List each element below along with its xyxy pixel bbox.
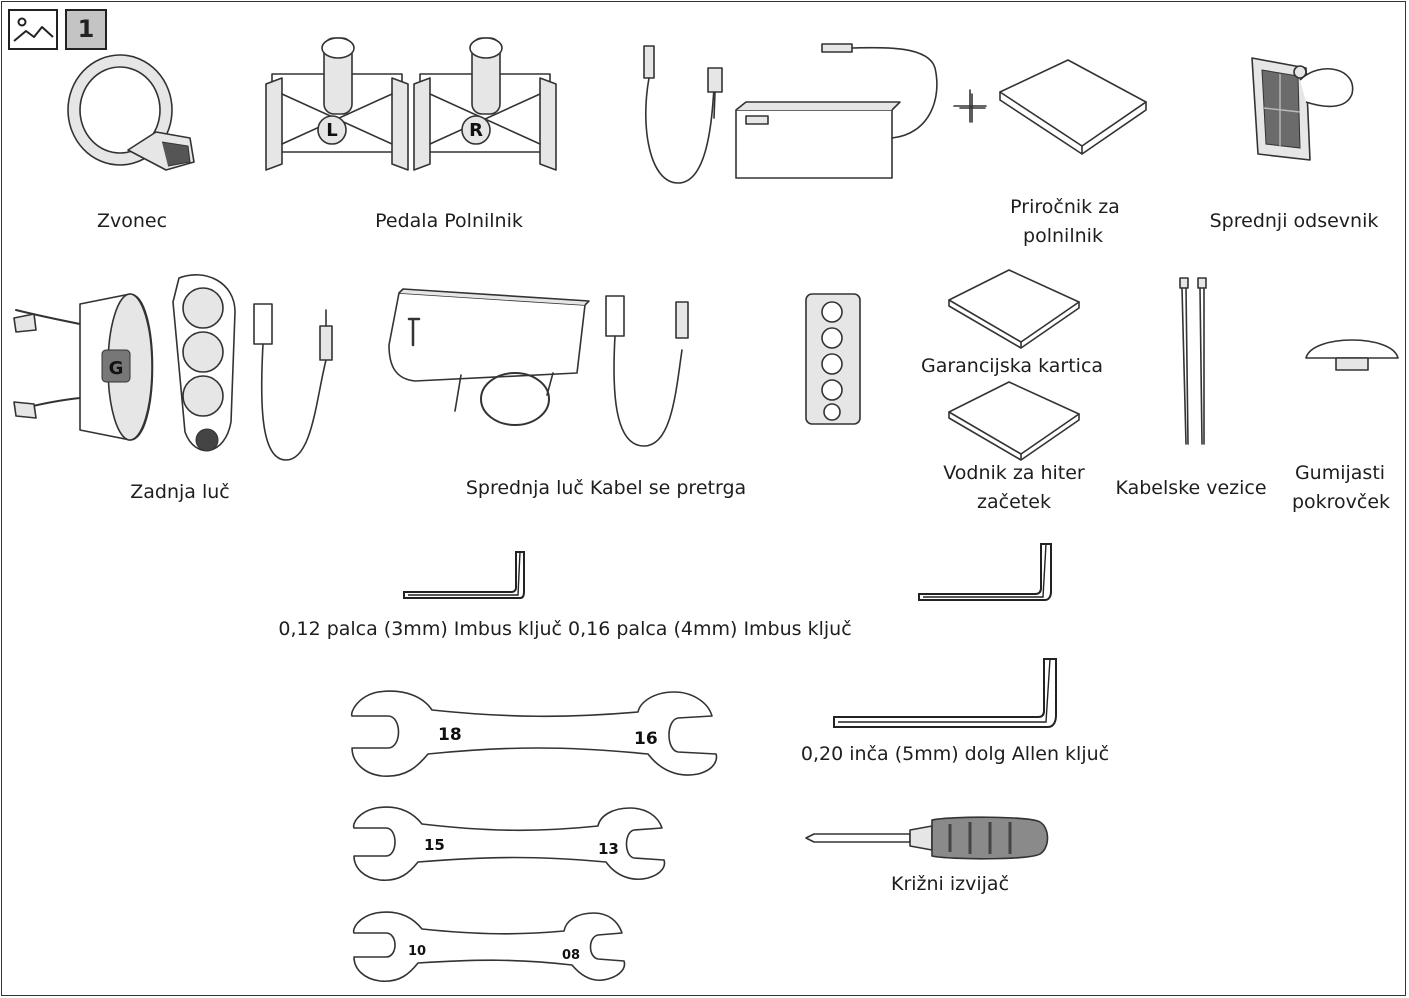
charger-manual-illustration <box>996 56 1151 156</box>
warranty-card-illustration <box>945 266 1085 350</box>
front-reflector-label: Sprednji odsevnik <box>1209 210 1379 232</box>
screwdriver-label: Križni izvijač <box>890 873 1010 895</box>
usb-cable-front-illustration <box>600 290 700 450</box>
bell-illustration <box>60 50 205 195</box>
quick-start-label-line2: začetek <box>977 491 1051 513</box>
wrench-10-08-illustration: 10 08 <box>350 905 632 987</box>
pedal-left-illustration: L <box>262 34 412 184</box>
image-icon <box>8 9 58 50</box>
wrench-3-right-size: 08 <box>562 948 580 963</box>
reflector-strip-illustration <box>802 290 866 430</box>
front-light-illustration <box>385 285 595 435</box>
rubber-cap-label-line2: pokrovček <box>1291 491 1391 513</box>
long-allen-key-label: 0,20 inča (5mm) dolg Allen ključ <box>800 743 1110 765</box>
rubber-cap-illustration <box>1302 330 1402 378</box>
charger-illustration <box>630 38 950 188</box>
hex-key-3mm-illustration <box>400 548 530 608</box>
rear-light-mount-illustration <box>165 272 245 462</box>
wrench-3-left-size: 10 <box>408 944 426 959</box>
screwdriver-illustration <box>800 812 1050 864</box>
rear-light-illustration: G <box>10 270 170 460</box>
plus-icon <box>952 88 988 124</box>
quick-start-guide-illustration <box>945 378 1085 462</box>
warranty-card-label: Garancijska kartica <box>920 355 1104 377</box>
wrench-2-left-size: 15 <box>424 836 445 854</box>
pedal-right-illustration: R <box>410 34 560 184</box>
step-number-badge: 1 <box>65 9 107 50</box>
wrench-1-left-size: 18 <box>438 725 462 745</box>
hex-keys-label: 0,12 palca (3mm) Imbus ključ 0,16 palca … <box>278 618 852 640</box>
front-light-cable-label: Sprednja luč Kabel se pretrga <box>465 477 747 499</box>
front-reflector-illustration <box>1240 50 1360 180</box>
svg-text:G: G <box>109 358 124 379</box>
long-allen-key-illustration <box>830 655 1060 735</box>
charger-manual-label-line2: polnilnik <box>1023 225 1103 247</box>
cable-ties-label: Kabelske vezice <box>1115 477 1267 499</box>
wrench-2-right-size: 13 <box>598 840 619 858</box>
wrench-1-right-size: 16 <box>634 729 658 749</box>
wrench-15-13-illustration: 15 13 <box>350 800 672 885</box>
bell-label: Zvonec <box>96 210 168 232</box>
pedal-right-mark: R <box>469 120 483 141</box>
pedal-charger-label: Pedala Polnilnik <box>375 210 523 232</box>
cable-ties-illustration <box>1176 274 1210 446</box>
wrench-18-16-illustration: 18 16 <box>348 682 720 782</box>
pedal-left-mark: L <box>326 120 337 141</box>
quick-start-label-line1: Vodnik za hiter <box>943 462 1085 484</box>
hex-key-4mm-illustration <box>915 540 1055 610</box>
rear-light-label: Zadnja luč <box>130 481 230 503</box>
rubber-cap-label-line1: Gumijasti <box>1294 462 1386 484</box>
usb-cable-rear-illustration <box>246 300 346 465</box>
charger-manual-label-line1: Priročnik za <box>1010 196 1120 218</box>
